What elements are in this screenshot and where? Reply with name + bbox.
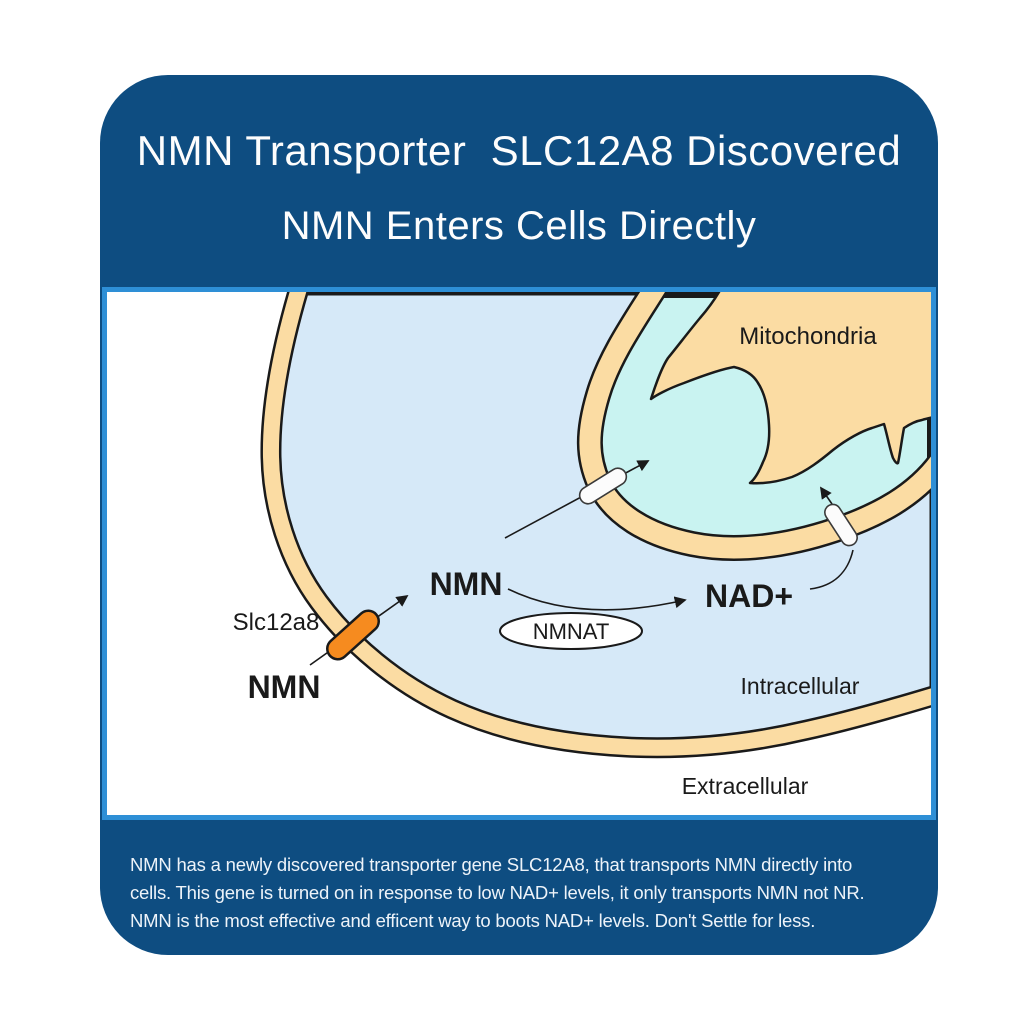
caption-text: NMN has a newly discovered transporter g… — [130, 851, 865, 935]
title-block: NMN Transporter SLC12A8 Discovered NMN E… — [100, 75, 938, 249]
cell-diagram: Mitochondria Slc12a8 NMN NMN NAD+ NMNAT … — [233, 292, 931, 799]
nmnat-enzyme-bubble — [499, 612, 643, 650]
mitochondria-matrix — [649, 292, 931, 485]
cell-membrane — [262, 292, 931, 756]
slc12a8-transporter — [326, 609, 380, 661]
nmn-extracellular-label: NMN — [248, 669, 321, 705]
caption-line-2: cells. This gene is turned on in respons… — [130, 882, 865, 903]
title-line-2: NMN Enters Cells Directly — [281, 204, 757, 248]
slc12a8-label: Slc12a8 — [233, 609, 320, 636]
title-line-1: NMN Transporter SLC12A8 Discovered — [136, 127, 902, 174]
nad-to-transporter-line — [809, 549, 854, 590]
nmn-to-nad-arrow — [507, 588, 687, 611]
extracellular-label: Extracellular — [682, 773, 809, 799]
intracellular-label: Intracellular — [741, 673, 860, 699]
mitochondria-outer-membrane — [579, 292, 931, 559]
nmn-intracellular-label: NMN — [430, 566, 503, 602]
diagram-panel: Mitochondria Slc12a8 NMN NMN NAD+ NMNAT … — [102, 287, 936, 820]
nad-label: NAD+ — [705, 578, 793, 614]
nad-into-mitochondria-arrow — [819, 486, 833, 505]
caption-line-3: NMN is the most effective and efficent w… — [130, 910, 816, 931]
caption-line-1: NMN has a newly discovered transporter g… — [130, 854, 853, 875]
nmnat-label: NMNAT — [533, 619, 610, 644]
mitochondria-transporter-1 — [578, 467, 628, 505]
mitochondria-label: Mitochondria — [739, 323, 877, 350]
mitochondria-transporter-2 — [824, 503, 858, 547]
